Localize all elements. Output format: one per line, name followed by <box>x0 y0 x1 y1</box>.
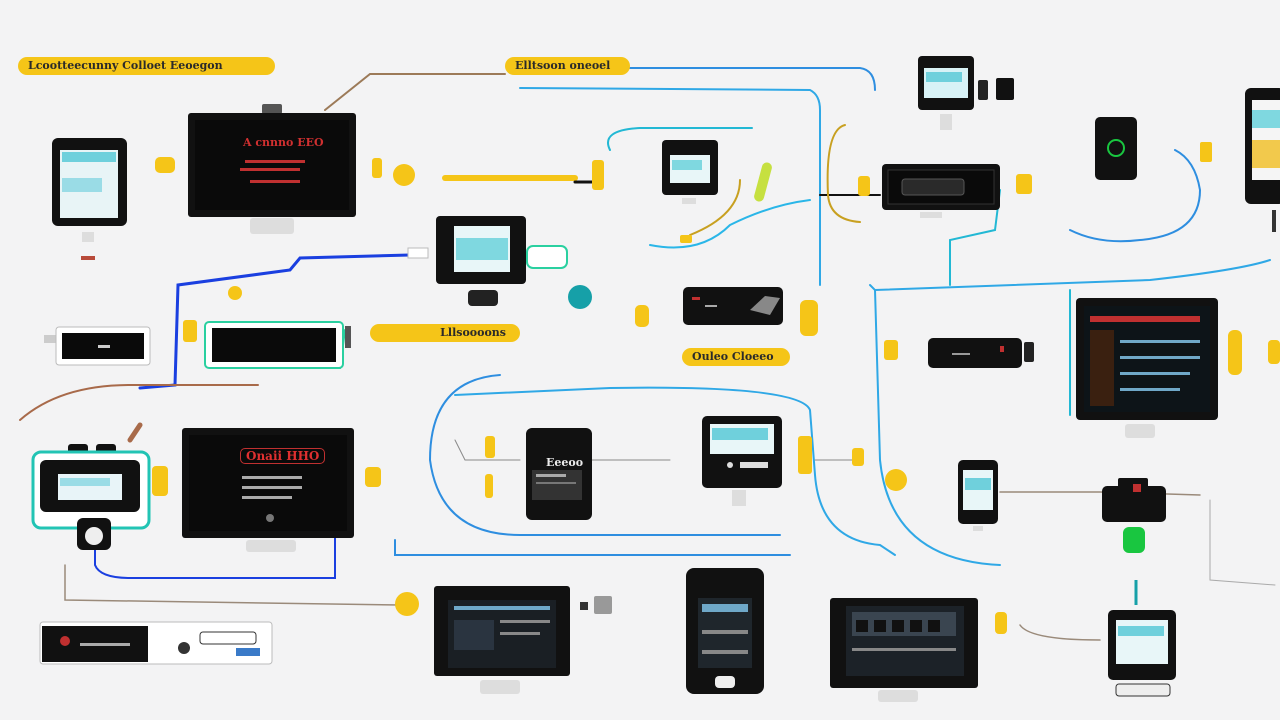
yellow-node <box>393 164 415 186</box>
monitor-mid <box>182 428 354 552</box>
yellow-node <box>885 469 907 491</box>
yellow-node <box>485 474 493 498</box>
dark-module <box>683 287 783 325</box>
monitor-bottom-left <box>434 586 612 694</box>
connector-right-blue-2 <box>1069 149 1202 243</box>
teal-node <box>568 285 592 309</box>
monitor-top-screen-text: A cnnno EEO <box>243 136 324 149</box>
connector-thin-gray-4 <box>1209 499 1276 586</box>
yellow-node <box>995 612 1007 634</box>
connector-gray-bottom-right <box>1019 624 1101 641</box>
stick-device <box>928 338 1034 368</box>
yellow-node <box>155 157 175 173</box>
phone-tall <box>686 568 764 694</box>
yellow-node <box>592 160 604 190</box>
yellow-node <box>1228 330 1242 375</box>
connector-right-blue <box>874 259 1271 291</box>
yellow-node <box>183 320 197 342</box>
connector-brown-left <box>19 384 259 421</box>
label-pill-top-center: Elltsoon oneoel <box>505 57 630 75</box>
router-device <box>882 164 1000 218</box>
connector-cyan-mid <box>649 199 811 249</box>
connector-thin-gray-1 <box>454 439 521 461</box>
yellow-node <box>858 176 870 196</box>
monitor-top <box>188 104 356 234</box>
smart-display <box>702 416 782 506</box>
settop-box <box>44 326 151 366</box>
yellow-node <box>800 300 818 336</box>
label-pill-top-left: Lcootteecunny Colloet Eeoegon <box>18 57 275 75</box>
green-node <box>1123 527 1145 553</box>
connector-blue-mid-long <box>454 386 896 556</box>
yellow-node <box>485 436 495 458</box>
yellow-node <box>372 158 382 178</box>
connector-brown-top <box>324 73 506 111</box>
connector-gray-bottom <box>64 564 401 606</box>
tv-bottom-right <box>830 598 978 702</box>
camera-device <box>918 56 1014 130</box>
phone-mid-screen-text: Eeeoo <box>546 456 584 469</box>
yellow-node <box>152 466 168 496</box>
yellow-node <box>884 340 898 360</box>
connector-ochre-mid <box>689 179 741 236</box>
phone-mid <box>526 428 592 520</box>
large-panel-device <box>1076 298 1218 438</box>
connector-right-gray <box>999 491 1201 496</box>
soundbar-device <box>204 321 351 369</box>
connector-right-cyan <box>869 284 1001 566</box>
phone-edge-device <box>1245 88 1280 232</box>
yellow-node <box>635 305 649 327</box>
remote-device <box>1095 117 1137 180</box>
connector-blue-bottom <box>394 539 791 556</box>
yellow-node <box>365 467 381 487</box>
hub-device <box>407 216 568 306</box>
speaker-device <box>31 444 151 550</box>
monitor-mid-screen-text: Onaii HHO <box>240 448 326 464</box>
connector-right-cyan-2 <box>949 189 1001 286</box>
connector-blue-top-2 <box>519 87 821 286</box>
lime-stick <box>754 162 772 202</box>
yellow-node <box>680 235 692 243</box>
small-monitor <box>662 140 718 204</box>
label-pill-mid-center: Ouleo Cloeeo <box>682 348 790 366</box>
yellow-node <box>1200 142 1212 162</box>
connector-blue-loop <box>428 374 781 536</box>
display-bottom-right <box>1108 610 1176 697</box>
yellow-node <box>852 448 864 466</box>
connector-blue-top <box>629 67 876 91</box>
phone-right <box>958 460 998 531</box>
yellow-node <box>1268 340 1280 364</box>
camera-module <box>1102 478 1166 522</box>
yellow-nodes <box>152 142 1280 634</box>
connection-lines <box>19 67 1276 641</box>
connector-cyan-curve <box>607 127 753 151</box>
yellow-node <box>395 592 419 616</box>
yellow-node <box>1016 174 1032 194</box>
yellow-node <box>798 436 812 474</box>
brown-pin <box>127 422 143 443</box>
connector-ochre-top <box>826 124 861 223</box>
label-pill-mid-left: Lllsoooons <box>370 324 520 342</box>
tablet-device <box>52 138 127 260</box>
connector-navy-bottom <box>94 519 336 579</box>
yellow-node <box>228 286 242 300</box>
receiver-device <box>39 621 273 665</box>
